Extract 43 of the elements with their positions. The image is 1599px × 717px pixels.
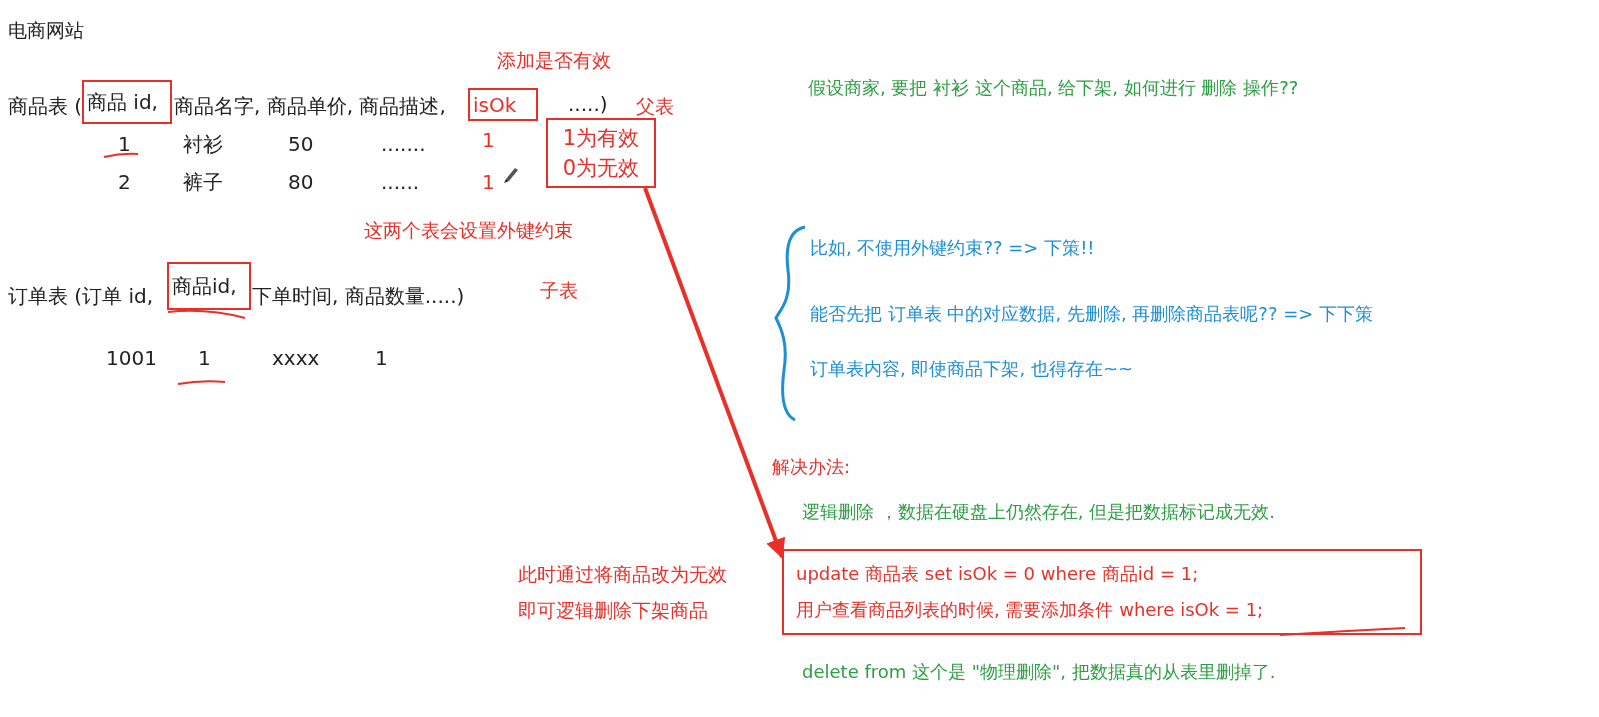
table-cell: 1001 [106, 346, 157, 370]
table-cell: 1 [118, 132, 131, 156]
note-text: 用户查看商品列表的时候, 需要添加条件 where isOk = 1; [796, 598, 1265, 622]
note-text: 能否先把 订单表 中的对应数据, 先删除, 再删除商品表呢?? => 下下策 [810, 302, 1374, 326]
arrow [643, 187, 786, 559]
highlight-box [468, 88, 538, 121]
table-cell: 裤子 [183, 170, 223, 194]
annotation-text: 子表 [540, 278, 578, 302]
annotation-text: 即可逻辑删除下架商品 [518, 598, 708, 622]
validity-note: 0为无效 [561, 155, 641, 182]
table-schema-text: .....) [568, 92, 608, 116]
highlight-box [546, 118, 656, 188]
table-cell: 1 [375, 346, 388, 370]
field-name: 商品 id, [87, 90, 159, 114]
annotation-text: 父表 [636, 94, 674, 118]
sql-statement: update 商品表 set isOk = 0 where 商品id = 1; [796, 562, 1200, 586]
table-cell: 80 [288, 170, 314, 194]
field-name: 商品id, [172, 274, 238, 298]
table-cell: 衬衫 [183, 132, 223, 156]
table-schema-text: 商品名字, 商品单价, 商品描述, [174, 94, 446, 118]
table-cell: xxxx [272, 346, 320, 370]
table-cell: ....... [381, 132, 426, 156]
table-cell: 1 [482, 170, 495, 194]
highlight-box [782, 549, 1422, 635]
table-cell: 50 [288, 132, 314, 156]
heading-text: 解决办法: [772, 455, 851, 479]
field-name: isOk [473, 92, 518, 117]
note-text: 比如, 不使用外键约束?? => 下策!! [810, 236, 1095, 260]
annotation-text: 这两个表会设置外键约束 [364, 218, 573, 242]
annotation-text: 添加是否有效 [497, 48, 611, 72]
note-text: delete from 这个是 "物理删除", 把数据真的从表里删掉了. [802, 660, 1276, 684]
highlight-box [82, 80, 172, 124]
question-text: 假设商家, 要把 衬衫 这个商品, 给下架, 如何进行 删除 操作?? [808, 76, 1299, 100]
note-text: 逻辑删除 ，数据在硬盘上仍然存在, 但是把数据标记成无效. [802, 500, 1275, 524]
table-cell: 1 [482, 128, 495, 152]
annotation-text: 此时通过将商品改为无效 [518, 562, 727, 586]
table-cell: ...... [381, 170, 420, 194]
highlight-box [167, 262, 251, 310]
validity-note: 1为有效 [561, 125, 641, 152]
page-title: 电商网站 [8, 18, 84, 42]
table-cell: 1 [198, 346, 211, 370]
note-text: 订单表内容, 即使商品下架, 也得存在~~ [810, 357, 1134, 381]
table-cell: 2 [118, 170, 131, 194]
